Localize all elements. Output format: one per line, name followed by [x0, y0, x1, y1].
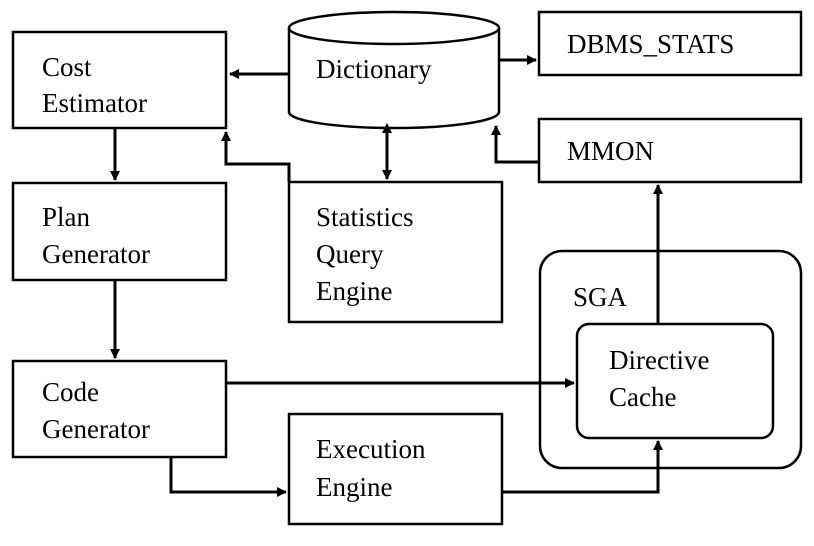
directive-cache-node: Directive Cache	[575, 322, 775, 440]
code-generator-line1: Code	[42, 377, 99, 407]
directive-cache-box	[575, 322, 775, 440]
cost-estimator-node: Cost Estimator	[11, 30, 228, 130]
execution-engine-line2: Engine	[316, 472, 392, 502]
arrow-execution-engine-to-directive-cache	[502, 440, 663, 494]
arrow-mmon-to-dictionary	[491, 125, 539, 164]
dictionary-cylinder-body	[287, 28, 501, 130]
arrow-statistics-to-cost-estimator	[221, 131, 291, 182]
dictionary-label: Dictionary	[316, 54, 432, 84]
cost-estimator-line2: Estimator	[42, 88, 147, 118]
statistics-query-engine-box	[287, 180, 504, 324]
code-generator-box	[11, 359, 228, 459]
plan-generator-line2: Generator	[42, 239, 150, 269]
dbms-stats-node: DBMS_STATS	[537, 10, 803, 77]
execution-engine-box	[287, 412, 504, 526]
statistics-query-engine-line3: Engine	[316, 276, 392, 306]
mmon-box	[537, 117, 803, 184]
dbms-stats-box	[537, 10, 803, 77]
plan-generator-node: Plan Generator	[11, 181, 228, 282]
directive-cache-line1: Directive	[609, 345, 709, 375]
mmon-node: MMON	[537, 117, 803, 184]
statistics-query-engine-node: Statistics Query Engine	[287, 180, 504, 324]
plan-generator-line1: Plan	[42, 202, 91, 232]
cost-estimator-line1: Cost	[42, 52, 92, 82]
dictionary-node: Dictionary	[287, 10, 501, 130]
cost-estimator-box	[11, 30, 228, 130]
directive-cache-line2: Cache	[609, 382, 676, 412]
code-generator-line2: Generator	[42, 414, 150, 444]
statistics-query-engine-line2: Query	[316, 239, 384, 269]
dictionary-cylinder-top	[287, 10, 501, 46]
connectors	[110, 55, 663, 497]
arrow-code-generator-to-execution-engine	[169, 457, 287, 497]
statistics-query-engine-line1: Statistics	[316, 202, 414, 232]
sga-label: SGA	[573, 282, 628, 312]
execution-engine-line1: Execution	[316, 434, 426, 464]
plan-generator-box	[11, 181, 228, 282]
mmon-label: MMON	[567, 136, 654, 166]
execution-engine-node: Execution Engine	[287, 412, 504, 526]
dbms-stats-label: DBMS_STATS	[567, 29, 734, 59]
code-generator-node: Code Generator	[11, 359, 228, 459]
